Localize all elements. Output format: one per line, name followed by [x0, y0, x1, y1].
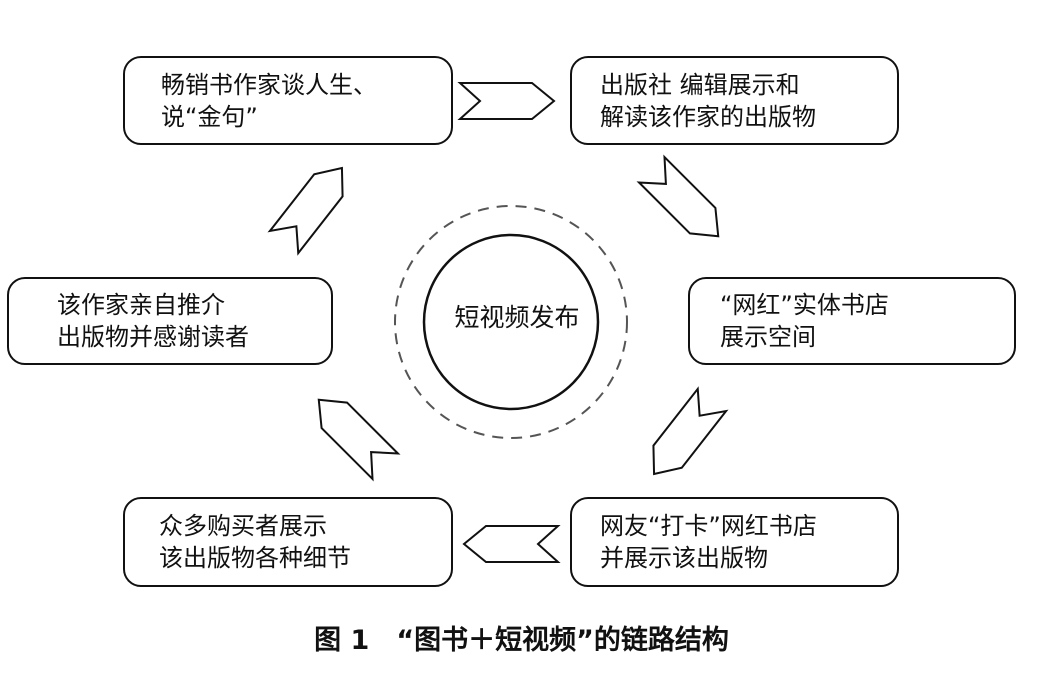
dashed-ring — [394, 205, 628, 439]
arrow-upper-left — [267, 166, 344, 256]
arrow-upper-right — [636, 154, 720, 238]
center-label: 短视频发布 — [454, 303, 580, 332]
node-line: 出版社 编辑展示和 — [600, 70, 800, 99]
node-bookstore-space: “网红”实体书店 展示空间 — [688, 277, 1016, 365]
node-line: 该作家亲自推介 — [57, 291, 225, 319]
arrow-top — [457, 82, 556, 120]
arrow-lower-left — [317, 398, 401, 482]
node-author-talks: 畅销书作家谈人生、 说“金句” — [123, 56, 453, 145]
arrow-lower-right — [652, 386, 729, 476]
node-buyers-show: 众多购买者展示 该出版物各种细节 — [123, 497, 453, 587]
node-publisher-editor: 出版社 编辑展示和 解读该作家的出版物 — [570, 56, 899, 145]
node-line: “网红”实体书店 — [720, 291, 889, 319]
node-line: 说“金句” — [161, 102, 258, 131]
node-line: 众多购买者展示 — [159, 512, 327, 540]
figure-caption: 图 1 “图书＋短视频”的链路结构 — [314, 625, 729, 656]
node-line: 并展示该出版物 — [600, 544, 768, 572]
node-author-recommends: 该作家亲自推介 出版物并感谢读者 — [7, 277, 333, 365]
node-line: 展示空间 — [720, 323, 816, 351]
arrow-bottom — [462, 525, 561, 563]
node-line: 畅销书作家谈人生、 — [161, 70, 377, 99]
node-line: 出版物并感谢读者 — [57, 323, 249, 351]
node-line: 该出版物各种细节 — [159, 544, 351, 572]
node-line: 解读该作家的出版物 — [600, 102, 816, 131]
node-netizen-checkin: 网友“打卡”网红书店 并展示该出版物 — [570, 497, 899, 587]
center-circle — [422, 233, 600, 411]
node-line: 网友“打卡”网红书店 — [600, 512, 817, 540]
